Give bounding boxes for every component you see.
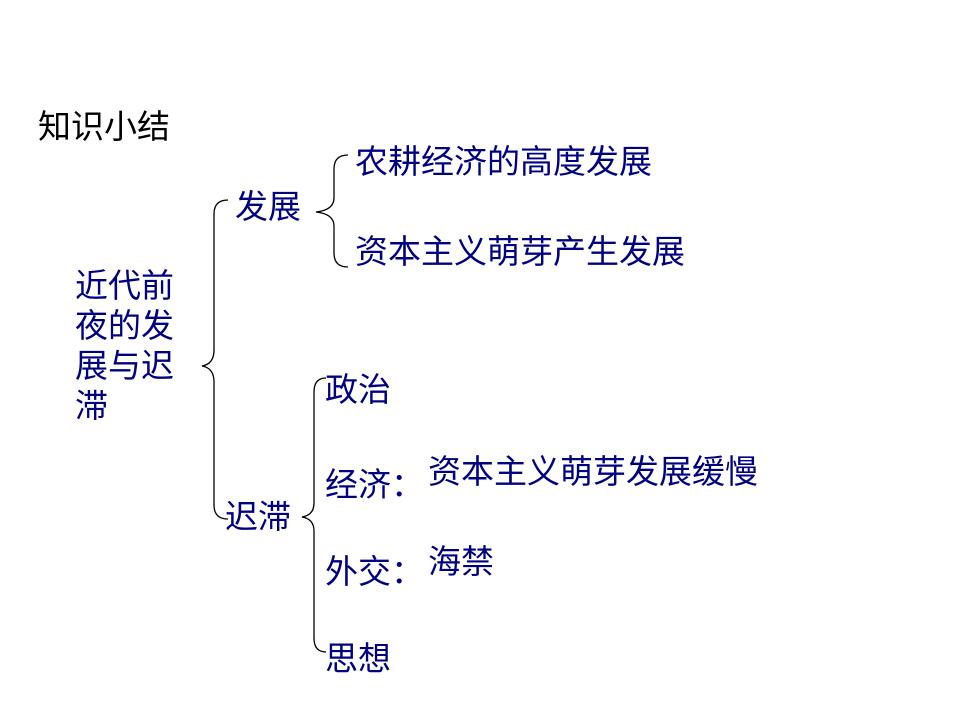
zhizhi-item-economy: 经济： [325, 465, 424, 504]
slide-title: 知识小结 [38, 107, 170, 146]
fazhan-item-1: 农耕经济的高度发展 [355, 142, 652, 181]
zhizhi-item-economy-detail: 资本主义萌芽发展缓慢 [428, 452, 758, 491]
zhizhi-item-thought: 思想 [325, 639, 391, 678]
zhizhi-bracket [301, 377, 327, 653]
branch-fazhan: 发展 [235, 187, 301, 226]
fazhan-bracket [315, 154, 349, 268]
zhizhi-item-diplomacy-detail: 海禁 [428, 542, 494, 581]
branch-zhizhi: 迟滞 [225, 497, 291, 536]
zhizhi-item-diplomacy: 外交： [325, 552, 424, 591]
fazhan-item-2: 资本主义萌芽产生发展 [355, 232, 685, 271]
zhizhi-item-politics: 政治 [325, 370, 391, 409]
root-bracket [201, 199, 229, 520]
root-node: 近代前夜的发展与迟滞 [75, 266, 174, 425]
